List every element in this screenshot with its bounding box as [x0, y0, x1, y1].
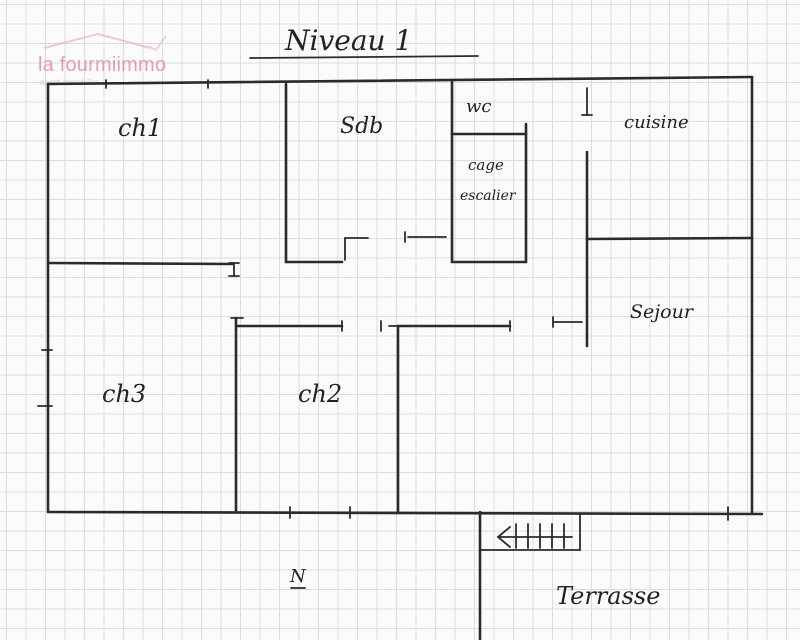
house-roof-icon — [43, 32, 167, 52]
wall-stair-block — [450, 80, 528, 264]
room-label-ch3: ch3 — [102, 380, 146, 408]
watermark-logo — [38, 30, 208, 90]
wall-cuisine-sejour — [585, 236, 754, 241]
wall-ch2-east — [396, 324, 512, 514]
room-label-sdb: Sdb — [340, 114, 383, 139]
wall-ch1-ch3 — [46, 261, 234, 266]
wall-ch1-sdb — [284, 82, 344, 264]
room-label-wc: wc — [466, 96, 492, 117]
watermark-brand: la fourmiimmo — [38, 54, 167, 76]
room-label-stair-line1: cage — [468, 156, 504, 174]
plan-title: Niveau 1 — [284, 24, 412, 57]
room-label-terrasse: Terrasse — [556, 582, 660, 610]
room-label-ch2: ch2 — [298, 380, 342, 408]
north-mark: N — [289, 566, 307, 587]
title-underline — [249, 55, 479, 59]
room-label-stair-line2: escalier — [460, 188, 517, 204]
outer-wall-bottom — [46, 510, 764, 516]
terrace-stair-box — [479, 514, 581, 551]
door-sdb — [344, 237, 369, 261]
room-label-sejour: Sejour — [630, 301, 695, 323]
stair-arrow-head — [496, 526, 511, 548]
room-label-ch1: ch1 — [118, 114, 162, 142]
room-label-cuisine: cuisine — [624, 112, 689, 133]
outer-wall-top — [46, 75, 754, 86]
